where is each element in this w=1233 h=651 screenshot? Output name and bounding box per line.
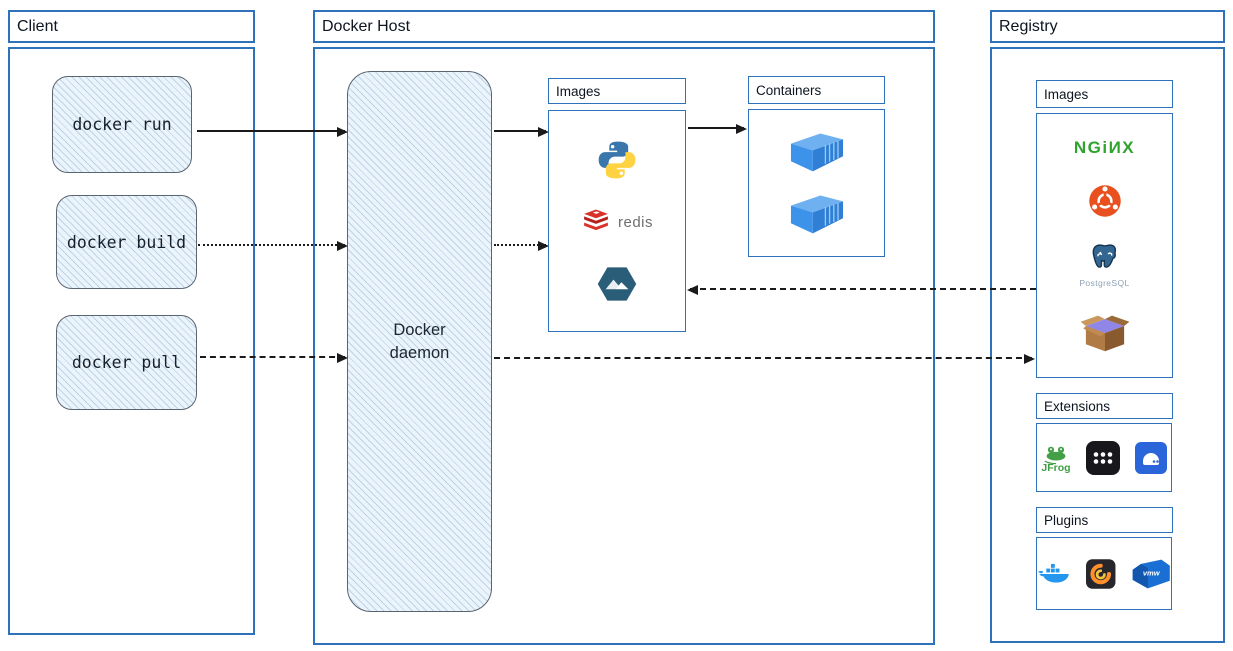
- docker-pull-label: docker pull: [71, 353, 182, 372]
- redis-image: redis: [581, 208, 653, 236]
- docker-host-title: Docker Host: [313, 10, 935, 43]
- arrow-images-to-containers: [688, 124, 747, 135]
- containers-title-label: Containers: [756, 82, 822, 98]
- client-title: Client: [8, 10, 255, 43]
- arrowhead-right: [538, 241, 549, 252]
- arrowhead-right: [538, 127, 549, 138]
- jfrog-icon: [1044, 446, 1066, 465]
- extensions-panel: JFrog: [1036, 423, 1172, 492]
- docker-whale-icon: [1038, 563, 1069, 583]
- arrowhead-right: [337, 127, 348, 138]
- docker-build-label: docker build: [66, 232, 187, 252]
- client-title-label: Client: [17, 17, 58, 35]
- command-box-docker-run: docker run: [52, 76, 192, 173]
- docker-host-title-label: Docker Host: [322, 17, 411, 35]
- extensions-title-label: Extensions: [1044, 398, 1111, 414]
- arrow-daemon-to-images: [494, 127, 549, 138]
- arrow-daemon-to-registry: [494, 354, 1035, 365]
- docker-daemon-box: Docker daemon: [347, 71, 492, 612]
- arrowhead-right: [736, 124, 747, 135]
- docker-daemon-label: Docker daemon: [389, 321, 450, 362]
- python-icon: [598, 141, 636, 178]
- command-box-docker-build: docker build: [56, 195, 197, 289]
- plugins-title: Plugins: [1036, 507, 1173, 533]
- arrowhead-left: [687, 285, 698, 296]
- arrow-docker-run-to-daemon: [197, 127, 348, 138]
- host-images-title-label: Images: [556, 83, 601, 99]
- postgresql-icon: [1092, 244, 1116, 268]
- nginx-logo: NGiИX: [1073, 138, 1136, 158]
- containers-title: Containers: [748, 76, 885, 104]
- registry-images-title: Images: [1036, 80, 1173, 108]
- extensions-title: Extensions: [1036, 393, 1173, 419]
- redis-label: redis: [617, 213, 653, 231]
- host-images-title: Images: [548, 78, 686, 104]
- arrow-docker-build-to-daemon: [198, 241, 348, 252]
- app-grid-icon: [1086, 440, 1120, 475]
- ubuntu-icon: [1088, 185, 1121, 217]
- container-icon: [790, 195, 843, 234]
- arrow-docker-pull-to-daemon: [200, 353, 348, 364]
- container-icon: [790, 133, 843, 171]
- docker-run-label: docker run: [72, 115, 172, 134]
- registry-title: Registry: [990, 10, 1225, 43]
- command-box-docker-pull: docker pull: [56, 315, 197, 410]
- redis-icon: [584, 209, 608, 231]
- jfrog-label: JFrog: [1041, 462, 1071, 474]
- registry-images-title-label: Images: [1044, 86, 1089, 102]
- jfrog-extension: JFrog: [1041, 441, 1071, 474]
- registry-images-panel: NGiИX Postgre: [1036, 113, 1173, 378]
- arrow-daemon-to-images-build: [494, 241, 549, 252]
- disk-usage-icon: [1135, 441, 1167, 474]
- alpine-icon: [597, 266, 637, 301]
- arrowhead-right: [1024, 354, 1035, 365]
- host-images-panel: redis: [548, 110, 686, 332]
- package-box-icon: [1080, 315, 1129, 351]
- postgresql-image: PostgreSQL: [1079, 243, 1129, 288]
- postgresql-label: PostgreSQL: [1079, 278, 1130, 289]
- arrowhead-right: [337, 353, 348, 364]
- registry-title-label: Registry: [999, 17, 1058, 35]
- arrow-registry-to-host-images: [687, 285, 1036, 296]
- containers-panel: [748, 109, 885, 257]
- arrowhead-right: [337, 241, 348, 252]
- plugins-panel: vmw: [1036, 537, 1172, 610]
- grafana-icon: [1086, 558, 1116, 589]
- vmware-label: vmw: [1142, 568, 1160, 577]
- plugins-title-label: Plugins: [1044, 512, 1089, 528]
- vmware-icon: vmw: [1132, 559, 1170, 588]
